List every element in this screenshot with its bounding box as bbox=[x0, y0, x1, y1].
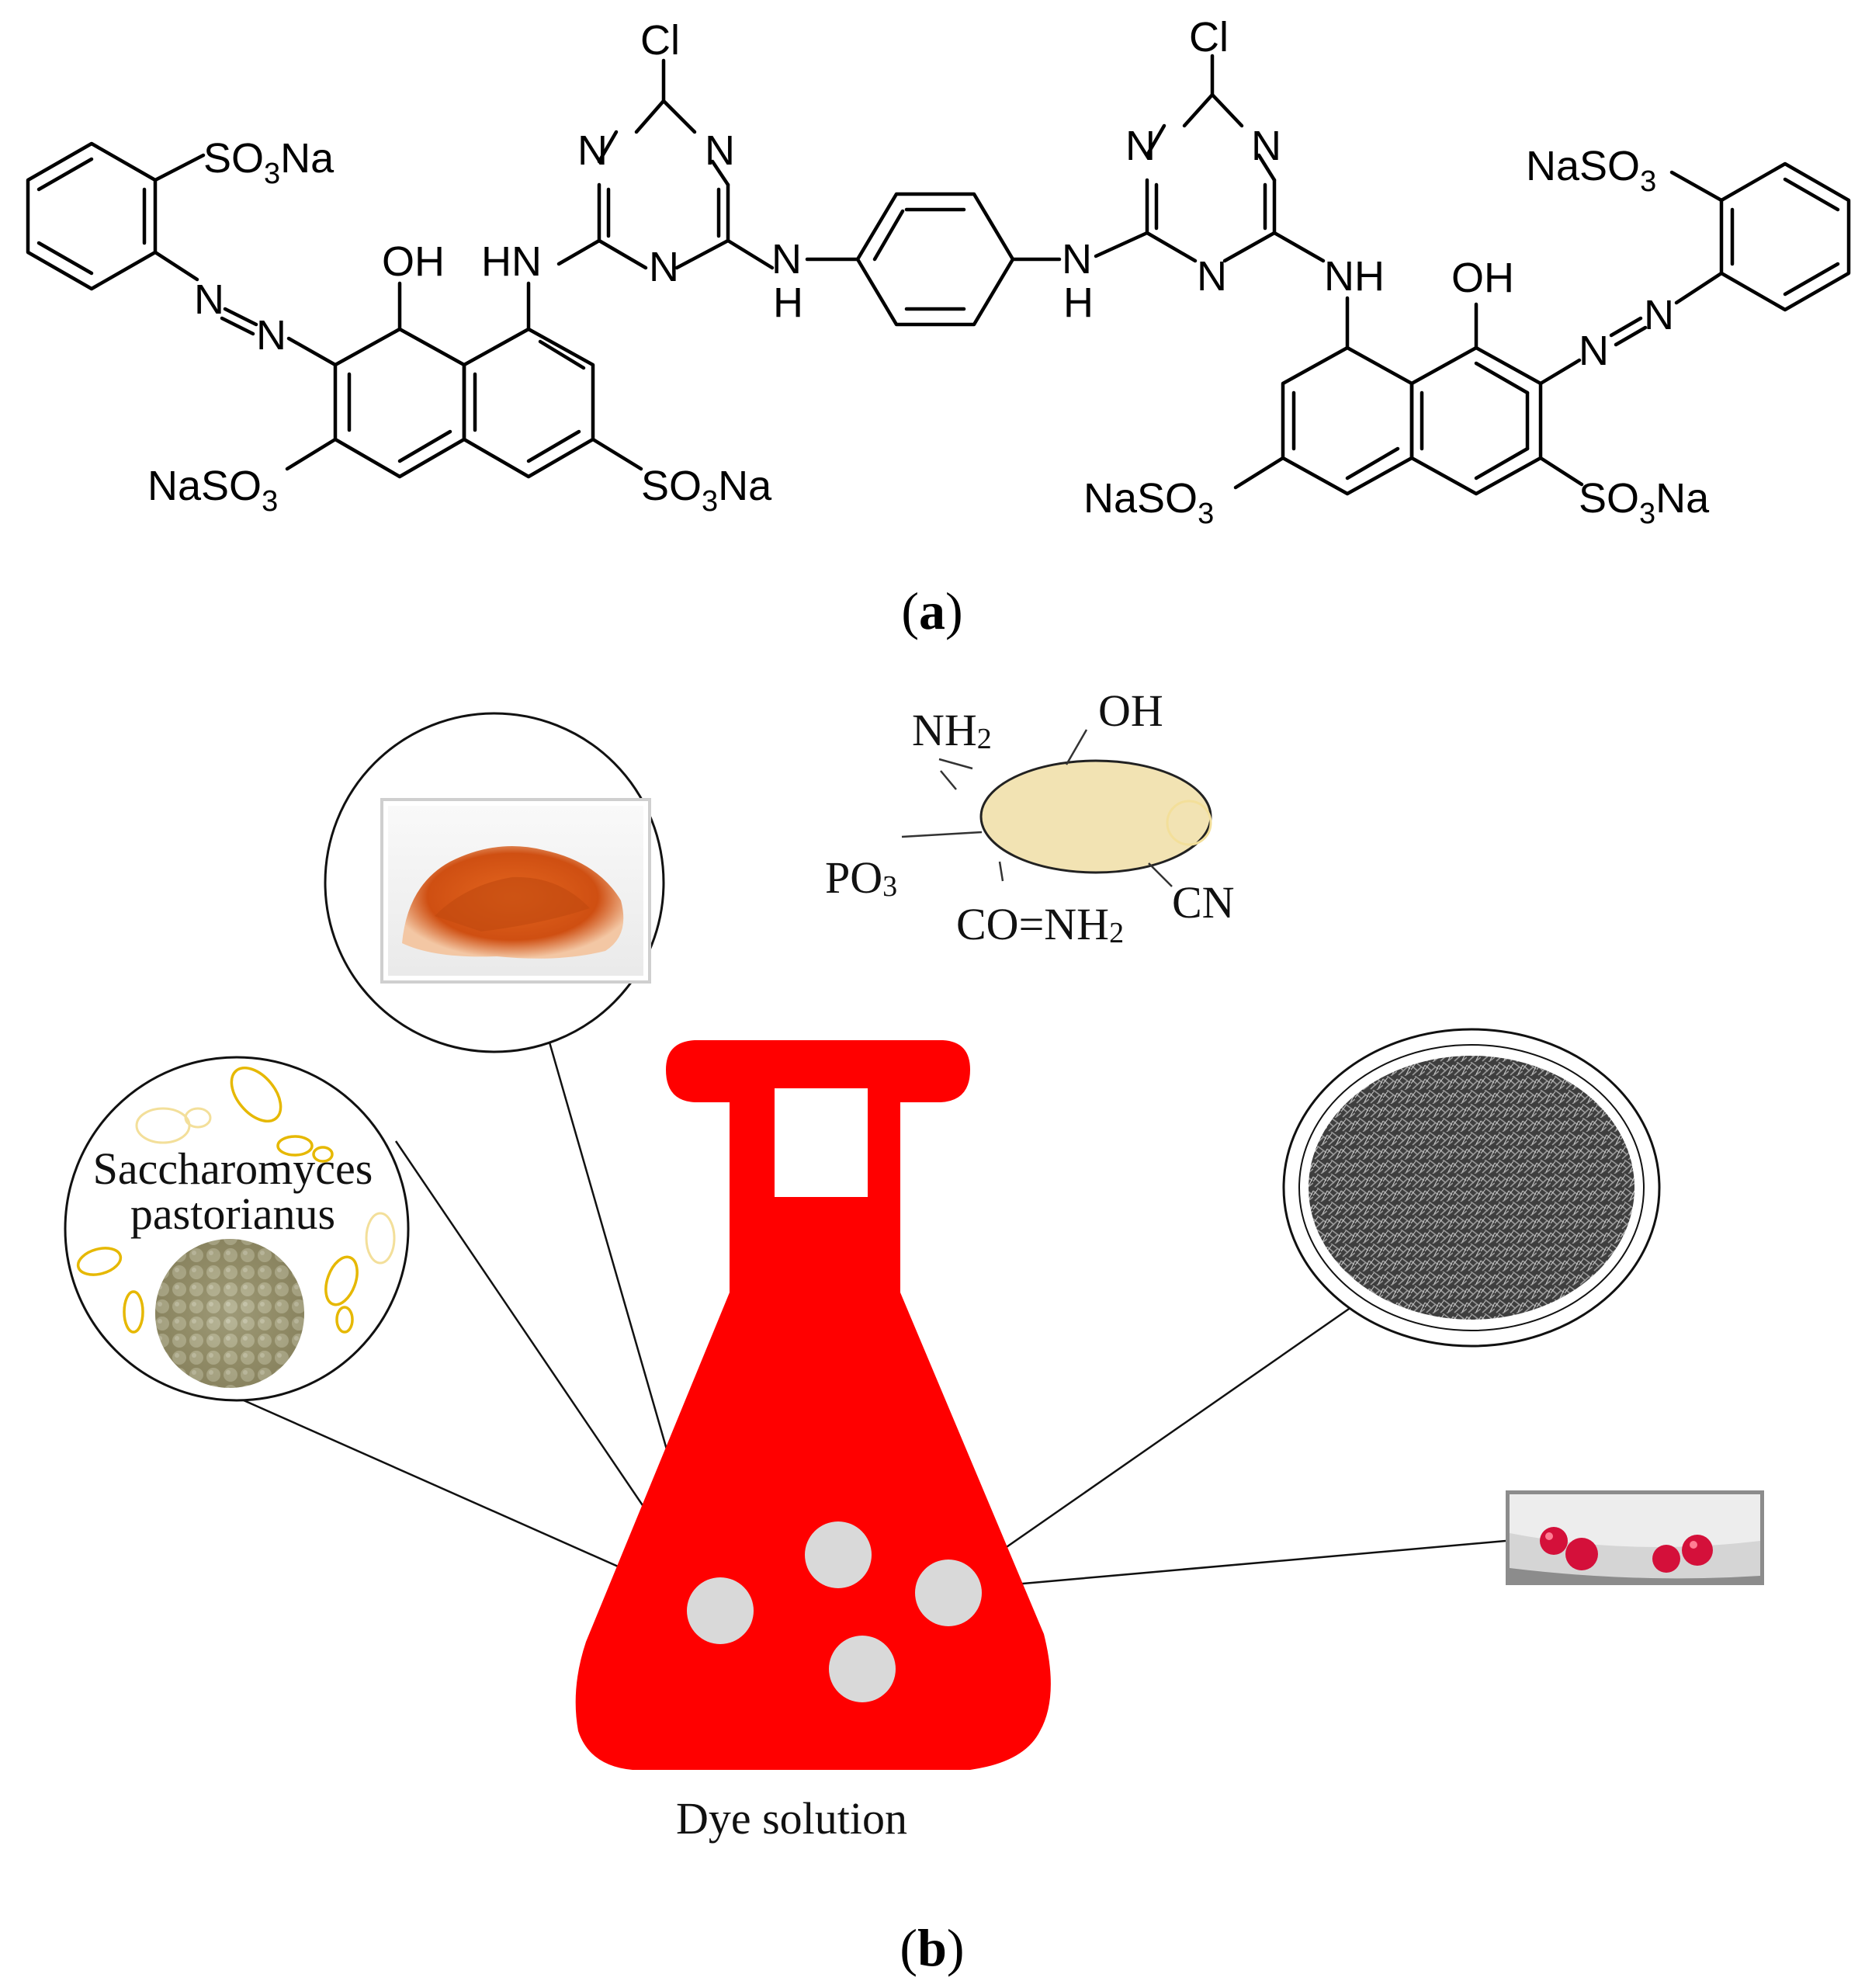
group-oh: OH bbox=[1098, 685, 1163, 736]
bead-bottom bbox=[829, 1636, 896, 1702]
flask bbox=[575, 1040, 1051, 1770]
group-nh2: NH2 bbox=[912, 705, 992, 755]
right-triazine-n2: N bbox=[1251, 123, 1281, 169]
left-azo-n2: N bbox=[256, 312, 286, 359]
sem-callout bbox=[1282, 1028, 1661, 1348]
right-phenyl-naso3: NaSO3 bbox=[1526, 143, 1656, 198]
group-po3: PO3 bbox=[825, 852, 897, 903]
right-phenyl-ring bbox=[1669, 161, 1851, 312]
right-triazine bbox=[1094, 54, 1326, 263]
right-naphthalene bbox=[1233, 302, 1584, 496]
left-oh: OH bbox=[382, 238, 445, 285]
right-triazine-n3: N bbox=[1197, 253, 1227, 300]
right-bridge-h: H bbox=[1063, 279, 1094, 326]
panel-b-label: (b) bbox=[900, 1918, 964, 1977]
left-triazine bbox=[556, 58, 775, 270]
left-phenyl-so3na: SO3Na bbox=[203, 135, 335, 190]
central-phenyl-ring bbox=[855, 192, 1015, 327]
panel-a-label: (a) bbox=[901, 581, 962, 640]
right-triazine-cl: Cl bbox=[1189, 14, 1229, 61]
group-conh2: CO=NH2 bbox=[956, 899, 1124, 949]
flask-caption: Dye solution bbox=[676, 1793, 907, 1844]
left-phenyl-ring bbox=[26, 141, 206, 291]
right-nh: NH bbox=[1324, 253, 1385, 300]
yeast-callout: Saccharomyces pastorianus bbox=[64, 1056, 410, 1402]
left-naso3: NaSO3 bbox=[147, 463, 278, 518]
left-bridge-h: H bbox=[773, 279, 803, 326]
powder-callout bbox=[324, 712, 665, 1053]
right-naso3: NaSO3 bbox=[1083, 475, 1214, 530]
flask-window bbox=[775, 1088, 868, 1197]
left-azo-n1: N bbox=[194, 276, 224, 323]
right-triazine-n1: N bbox=[1125, 123, 1156, 169]
left-bridge-n: N bbox=[771, 236, 802, 283]
yeast-label-line2: pastorianus bbox=[130, 1188, 335, 1239]
group-cn: CN bbox=[1172, 877, 1235, 928]
sem-image bbox=[1309, 1056, 1634, 1320]
right-oh: OH bbox=[1451, 255, 1514, 301]
yeast-label-line1: Saccharomyces bbox=[93, 1143, 373, 1194]
left-triazine-cl: Cl bbox=[640, 17, 680, 64]
bead-left bbox=[687, 1577, 754, 1644]
panel-a-structure: SO3Na N N OH HN NaSO3 bbox=[26, 14, 1851, 640]
right-azo-n2: N bbox=[1644, 292, 1674, 338]
bead-right bbox=[915, 1560, 982, 1626]
left-naphthalene bbox=[285, 281, 643, 479]
right-so3na: SO3Na bbox=[1579, 475, 1710, 530]
right-azo-n1: N bbox=[1579, 328, 1609, 374]
cell-body bbox=[979, 759, 1212, 874]
beads-photo bbox=[1506, 1490, 1764, 1585]
left-hn: HN bbox=[481, 238, 542, 285]
left-triazine-n3: N bbox=[649, 244, 679, 290]
left-so3na: SO3Na bbox=[641, 463, 772, 518]
cell-functional-groups: NH2 OH PO3 CN CO=NH2 bbox=[825, 685, 1235, 949]
left-triazine-n1: N bbox=[577, 127, 608, 174]
right-bridge-n: N bbox=[1062, 236, 1092, 283]
bead-top bbox=[805, 1521, 872, 1588]
panel-b-schematic: Dye solution Saccharomyces bbox=[64, 685, 1764, 1977]
left-triazine-n2: N bbox=[705, 127, 735, 174]
